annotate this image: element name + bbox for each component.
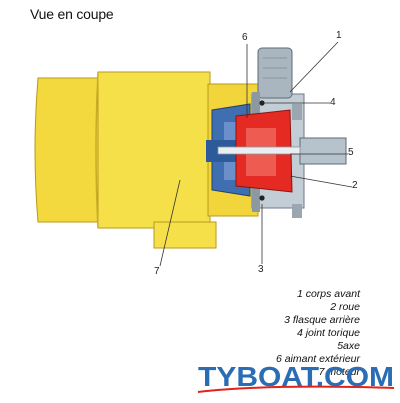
svg-text:TYBOAT.COM: TYBOAT.COM xyxy=(198,362,394,392)
callout-6: 6 xyxy=(242,32,248,43)
o-ring-lower xyxy=(259,195,265,201)
legend-item-3: 3 flasque arrière xyxy=(284,314,360,326)
legend: 1 corps avant 2 roue 3 flasque arrière 4… xyxy=(276,288,360,379)
leader-lines xyxy=(159,41,353,267)
o-ring xyxy=(259,100,265,106)
legend-item-5: 5axe xyxy=(337,340,360,352)
legend-item-1: 1 corps avant xyxy=(296,288,360,300)
callout-7: 7 xyxy=(154,266,160,277)
diagram-title: Vue en coupe xyxy=(30,6,114,22)
callout-3: 3 xyxy=(258,264,264,275)
shaft xyxy=(217,146,301,155)
callout-4: 4 xyxy=(330,97,336,108)
legend-item-7: 7 moteur xyxy=(318,366,360,378)
legend-item-6: 6 aimant extérieur xyxy=(275,353,360,365)
callout-2: 2 xyxy=(352,180,358,191)
pump-cross-section xyxy=(34,41,353,267)
callout-5: 5 xyxy=(348,147,354,158)
legend-item-4: 4 joint torique xyxy=(296,327,360,339)
tyboat-logo: TYBOAT.COM xyxy=(196,361,396,398)
legend-item-2: 2 roue xyxy=(330,301,360,313)
callout-1: 1 xyxy=(336,30,342,41)
